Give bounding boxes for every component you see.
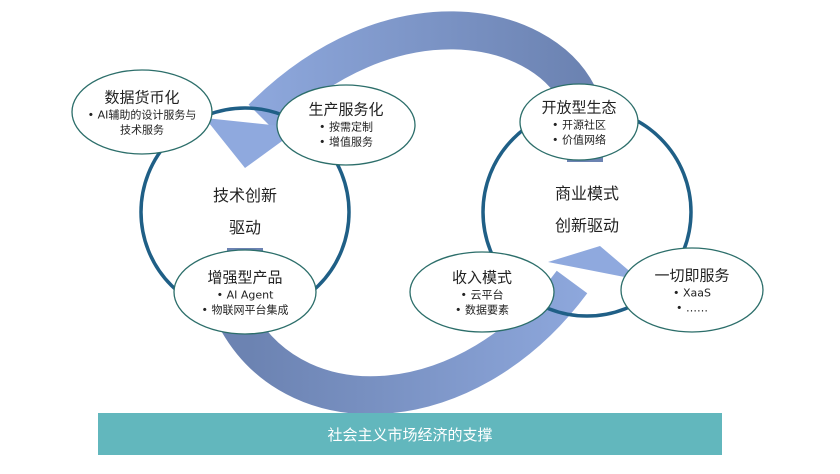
bottom-cycle-arrow bbox=[221, 246, 640, 415]
node-item: • 价值网络 bbox=[551, 133, 606, 147]
node-item: 技术服务 bbox=[119, 123, 164, 137]
node-title: 数据货币化 bbox=[104, 88, 180, 107]
banner-text: 社会主义市场经济的支撑 bbox=[327, 425, 493, 444]
node-item: • 按需定制 bbox=[318, 120, 373, 134]
node-item: • 开源社区 bbox=[551, 118, 606, 132]
node-title: 一切即服务 bbox=[654, 266, 730, 285]
node-item: • 物联网平台集成 bbox=[201, 303, 289, 317]
foundation-banner: 社会主义市场经济的支撑 bbox=[98, 413, 722, 455]
left-center-label: 技术创新 驱动 bbox=[213, 180, 277, 244]
node-label-data-monetization: 数据货币化 • AI辅助的设计服务与 技术服务 bbox=[88, 89, 197, 138]
left-center-line-1: 技术创新 bbox=[212, 186, 278, 205]
node-title: 收入模式 bbox=[451, 268, 513, 287]
right-center-line-1: 商业模式 bbox=[554, 184, 620, 203]
node-item: • AI辅助的设计服务与 bbox=[87, 108, 197, 122]
node-item: • AI Agent bbox=[216, 288, 274, 302]
node-item: • 云平台 bbox=[460, 288, 504, 302]
node-revenue-model bbox=[409, 251, 555, 333]
node-open-ecosystem bbox=[519, 83, 639, 161]
node-everything-as-a-service bbox=[620, 247, 764, 333]
node-data-monetization bbox=[71, 69, 213, 155]
node-production-servitization bbox=[276, 84, 416, 166]
top-cycle-arrow bbox=[205, 11, 595, 168]
node-item: • XaaS bbox=[673, 286, 711, 300]
node-item: • 数据要素 bbox=[454, 303, 509, 317]
left-center-line-2: 驱动 bbox=[228, 218, 262, 237]
right-center-label: 商业模式 创新驱动 bbox=[555, 178, 619, 242]
right-center-line-2: 创新驱动 bbox=[554, 216, 620, 235]
node-title: 开放型生态 bbox=[541, 98, 617, 117]
node-label-production-servitization: 生产服务化 • 按需定制 • 增值服务 bbox=[308, 101, 383, 150]
node-label-enhanced-products: 增强型产品 • AI Agent • 物联网平台集成 bbox=[202, 269, 289, 318]
node-item: • 增值服务 bbox=[318, 135, 373, 149]
node-title: 增强型产品 bbox=[207, 268, 283, 287]
node-enhanced-products bbox=[173, 249, 317, 335]
node-label-everything-as-a-service: 一切即服务 • XaaS • …… bbox=[654, 267, 729, 316]
node-label-open-ecosystem: 开放型生态 • 开源社区 • 价值网络 bbox=[541, 99, 616, 148]
node-item: • …… bbox=[675, 301, 708, 315]
node-label-revenue-model: 收入模式 • 云平台 • 数据要素 bbox=[452, 269, 512, 318]
node-title: 生产服务化 bbox=[308, 100, 384, 119]
